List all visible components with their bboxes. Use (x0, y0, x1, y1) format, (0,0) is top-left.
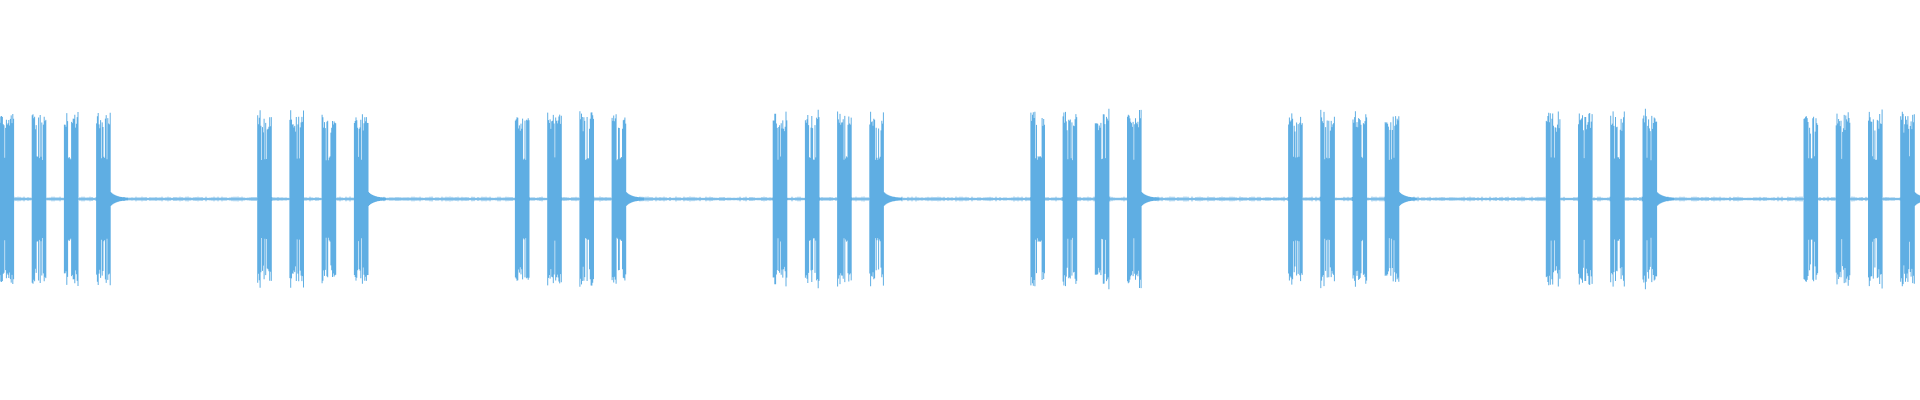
burst (1900, 111, 1920, 287)
burst-group (0, 112, 129, 286)
burst (96, 112, 129, 286)
burst (772, 111, 788, 287)
burst (1578, 113, 1593, 285)
burst (1545, 111, 1561, 287)
burst-group (514, 111, 644, 287)
burst (869, 111, 902, 287)
burst-group (1545, 108, 1675, 290)
burst (579, 111, 594, 287)
burst-group (257, 110, 386, 288)
burst (547, 112, 562, 286)
burst (1288, 113, 1303, 285)
burst-group (1803, 109, 1920, 289)
burst-group (1030, 108, 1160, 290)
burst (611, 114, 644, 284)
burst (1062, 111, 1078, 287)
burst-group (772, 109, 902, 289)
burst (1835, 112, 1851, 286)
burst (1030, 111, 1045, 287)
burst (1803, 116, 1819, 282)
burst (1127, 109, 1160, 289)
burst (1094, 108, 1110, 290)
burst (1610, 111, 1625, 287)
burst (1642, 108, 1675, 290)
burst (31, 114, 47, 284)
burst (289, 110, 304, 288)
burst (1352, 111, 1368, 287)
burst (1320, 109, 1335, 289)
burst (257, 110, 272, 288)
burst (321, 114, 337, 284)
burst (1384, 116, 1417, 282)
burst (837, 111, 852, 287)
burst (0, 114, 15, 284)
burst (514, 117, 530, 281)
burst (804, 109, 820, 289)
burst-group (1288, 109, 1417, 289)
waveform-layer (0, 108, 1920, 290)
burst (63, 112, 79, 286)
burst (353, 114, 386, 284)
burst (1868, 109, 1883, 289)
